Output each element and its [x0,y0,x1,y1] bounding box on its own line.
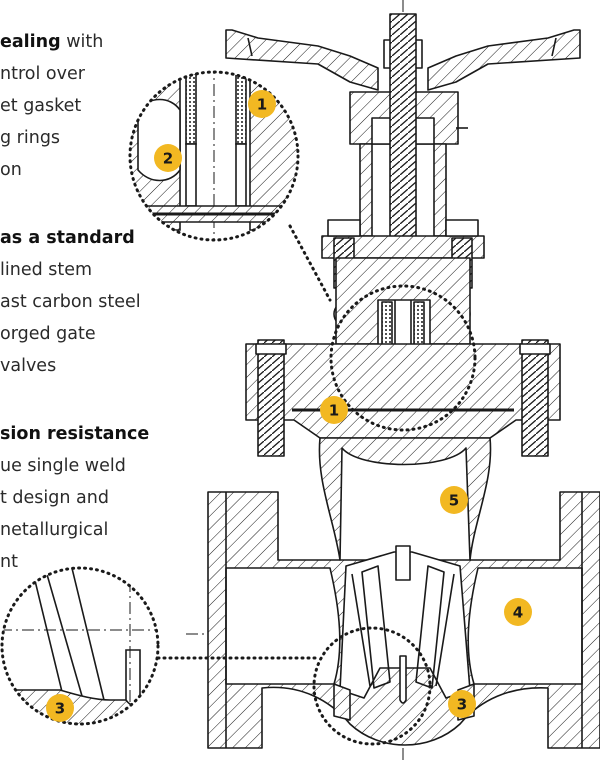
zoom-marker-packing [329,284,477,432]
feature-line: lined stem [0,260,93,280]
callout-badge: 3 [448,690,476,718]
detail-circle-packing [128,70,300,242]
callout-number: 1 [329,402,339,420]
callout-number: 2 [163,150,173,168]
feature-heading-corrosion: sion resistance [0,424,150,444]
feature-line: netallurgical [0,520,109,540]
feature-line: t design and [0,488,109,508]
callout-number: 5 [449,492,459,510]
detail-circle-seat [0,566,160,726]
callout-badge: 5 [440,486,468,514]
feature-line: g rings [0,128,61,148]
handwheel [225,29,581,91]
feature-line: with [60,32,104,52]
threaded-stem [389,13,417,247]
callout-badge: 1 [320,396,348,424]
feature-line: et gasket [0,96,82,116]
feature-line: on [0,160,22,180]
feature-heading-standard: as a standard [0,228,135,248]
callout-badge: 1 [248,90,276,118]
callout-number: 3 [55,700,65,718]
callout-number: 1 [257,96,267,114]
feature-line: nt [0,552,18,572]
callout-number: 4 [513,604,523,622]
feature-line: valves [0,356,57,376]
callout-number: 3 [457,696,467,714]
callout-badge: 4 [504,598,532,626]
feature-line: ntrol over [0,64,85,84]
feature-line: ast carbon steel [0,292,141,312]
leader-line-top [288,224,332,302]
body-bonnet-flange [245,343,561,439]
callout-badge: 3 [46,694,74,722]
callout-badge: 2 [154,144,182,172]
feature-line: ue single weld [0,456,126,476]
zoom-marker-seat [312,626,432,746]
feature-line: orged gate [0,324,96,344]
feature-heading-sealing: ealing [0,32,61,52]
